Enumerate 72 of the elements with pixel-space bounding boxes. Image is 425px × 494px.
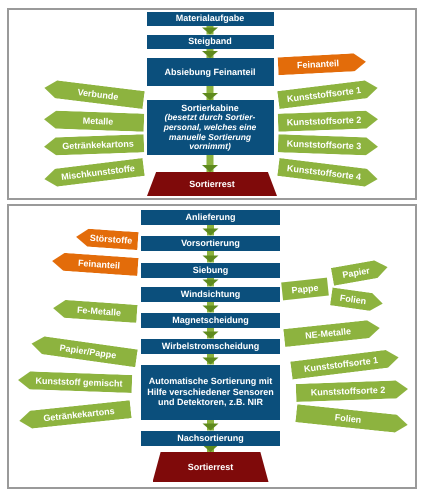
node-label: Siebung <box>192 264 228 276</box>
node-label: Windsichtung <box>180 288 240 300</box>
output-tag <box>281 278 329 300</box>
node-label: Pappe <box>291 282 319 296</box>
output-banner <box>18 371 132 393</box>
process-box <box>146 34 274 48</box>
node-label: Absiebung Feinanteil <box>164 66 256 78</box>
process-box <box>146 12 274 26</box>
node-label: Sortierrest <box>189 178 235 190</box>
node-label: Getränkekartons <box>62 138 134 152</box>
node-label: Feinanteil <box>78 258 120 271</box>
node-label: Verbunde <box>76 86 119 102</box>
node-label: Automatische Sortierung mit Hilfe verschiedener Sensoren und Detektoren, z.B. NIR <box>146 376 275 408</box>
node-label: Nachsortierung <box>177 432 244 444</box>
conveyor-arrow <box>202 445 218 452</box>
node-label: Materialaufgabe <box>176 13 244 24</box>
node-label: Kunststoffsorte 2 <box>310 384 386 398</box>
output-banner <box>278 110 378 132</box>
output-banner <box>51 252 139 276</box>
conveyor-arrow <box>202 224 218 236</box>
conveyor-arrow <box>202 250 218 262</box>
node-label: Sortierrest <box>188 462 234 472</box>
conveyor-arrow <box>202 48 218 58</box>
node-note: (besetzt durch Sortier-personal, welches eine manuelle Sortierung vornimmt) <box>162 113 258 152</box>
process-box <box>141 210 280 224</box>
node-label: Metalle <box>82 115 114 127</box>
node-label: Getränkekartons <box>42 406 116 424</box>
output-banner <box>278 52 366 76</box>
node-label: Folien <box>339 292 367 306</box>
node-label: Vorsortierung <box>181 238 240 248</box>
residue-trapezoid <box>147 172 277 196</box>
process-box <box>141 430 280 446</box>
node-label: Fe-Metalle <box>76 304 122 318</box>
process-box <box>146 100 274 155</box>
process-box <box>141 262 280 278</box>
process-box <box>141 236 280 250</box>
node-label: Magnetscheidung <box>172 314 249 326</box>
node-label: Kunststoffsorte 4 <box>286 162 362 182</box>
output-banner <box>44 110 144 132</box>
conveyor-arrow <box>202 155 218 172</box>
process-box <box>141 312 280 328</box>
node-label: Kunststoffsorte 1 <box>286 84 362 104</box>
node-label: Mischkunststoffe <box>60 162 136 182</box>
conveyor-arrow <box>202 354 218 364</box>
node-label: Steigband <box>188 36 232 47</box>
node-label: Wirbelstromscheidung <box>162 340 260 352</box>
conveyor-arrow <box>202 328 218 338</box>
process-box <box>141 286 280 302</box>
node-label: Anlieferung <box>185 212 236 222</box>
node-label: Sortierkabine <box>181 102 239 114</box>
node-label: Papier <box>342 265 370 280</box>
node-label: NE-Metalle <box>304 326 352 341</box>
node-label: Kunststoffsorte 3 <box>286 138 362 152</box>
conveyor-arrow <box>202 86 218 100</box>
conveyor-arrow <box>202 420 218 430</box>
conveyor-arrow <box>202 302 218 312</box>
conveyor-arrow <box>202 26 218 34</box>
output-banner <box>75 228 139 250</box>
node-label: Kunststoffsorte 2 <box>286 114 362 128</box>
process-box <box>146 58 274 86</box>
conveyor-arrow <box>202 278 218 286</box>
node-label: Kunststoff gemischt <box>35 375 123 389</box>
node-label: Feinanteil <box>296 58 340 70</box>
node-label: Kunststoffsorte 1 <box>303 354 379 374</box>
process-box <box>141 364 280 420</box>
node-label: Papier/Pappe <box>59 342 117 361</box>
process-box <box>141 338 280 354</box>
node-label: Störstoffe <box>89 232 133 246</box>
output-banner <box>44 134 144 156</box>
output-banner <box>296 380 408 402</box>
node-label: Folien <box>334 412 362 426</box>
output-banner <box>278 134 378 156</box>
